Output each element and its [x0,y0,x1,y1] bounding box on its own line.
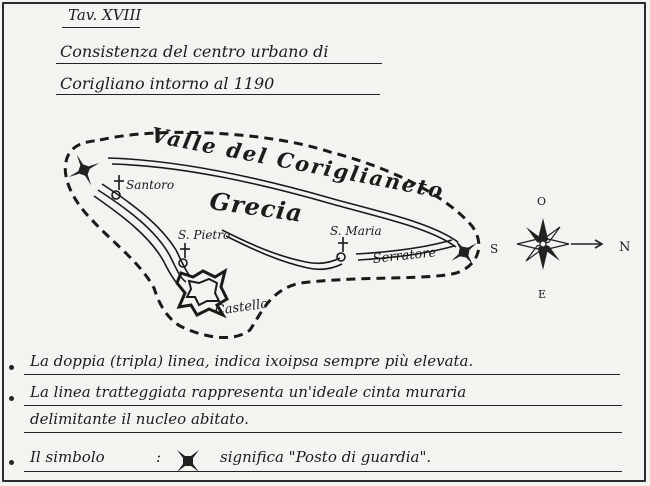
legend-note-colon: : [156,448,162,466]
legend-note-wall-line2: delimitante il nucleo abitato. [30,410,249,428]
church-smaria-icon [336,237,348,262]
note-underline [24,471,622,472]
contour-east-2 [357,245,455,261]
contour-mid-1 [221,229,341,265]
note-underline [24,405,622,406]
compass-west-label: O [537,195,547,208]
contour-mid-2 [225,235,343,271]
legend-note-contours: La doppia (tripla) linea, indica ixoipsa… [30,352,474,370]
note-bullet [9,396,14,401]
place-santoro: Santoro [126,178,175,192]
compass-rose-icon [516,218,604,270]
contour-east-1 [355,239,453,255]
title-line-2: Corigliano intorno al 1190 [60,74,275,93]
plate-underline [62,27,140,28]
guard-post-east [451,239,477,265]
city-wall-dashed [63,130,481,339]
legend-note-guard-meaning: significa "Posto di guardia". [220,448,432,466]
legend-note-wall-line1: La linea tratteggiata rappresenta un'ide… [30,383,467,401]
note-underline [24,432,622,433]
note-underline [24,374,620,375]
church-spietro-icon [178,243,190,268]
plate-number: Tav. XVIII [68,6,142,24]
title-underline-1 [56,63,382,64]
title-line-1: Consistenza del centro urbano di [60,42,329,61]
castello-outline [175,267,229,319]
contour-upper-2 [111,163,457,248]
church-santoro-icon [111,175,124,200]
compass-north-label: N [619,240,631,255]
page-frame [2,2,646,482]
place-smaria: S. Maria [330,224,382,238]
note-bullet [9,460,14,465]
guard-post-west [68,154,100,186]
contour-upper-1 [107,157,459,243]
compass-south-label: S [490,242,499,256]
contour-west-2 [97,189,187,283]
contour-west-3 [101,183,191,277]
note-bullet [9,365,14,370]
place-spietro: S. Pietro [178,228,231,242]
legend-note-symbol: Il simbolo [30,448,105,466]
compass-east-label: E [538,288,547,301]
title-underline-2 [56,94,380,95]
legend-guard-post-icon [177,450,199,472]
